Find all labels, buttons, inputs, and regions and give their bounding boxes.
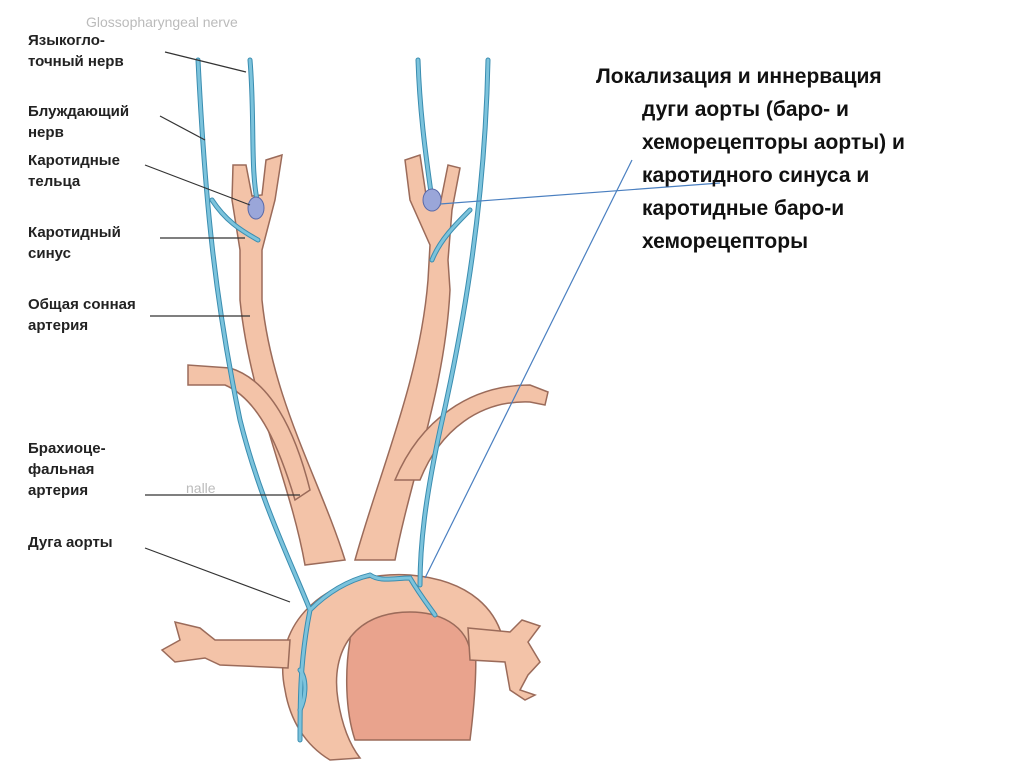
label-common-carotid: Общая сонная артерия <box>28 296 136 334</box>
left-carotid-body <box>247 196 265 220</box>
title-line: Локализация и иннервация <box>596 65 882 88</box>
title-line: хеморецепторы аорты) и <box>642 131 905 154</box>
left-common-carotid <box>231 153 346 566</box>
brachiocephalic-artery <box>187 364 311 502</box>
right-subclavian <box>393 384 549 481</box>
left-subclavian-branch <box>160 620 291 669</box>
right-common-carotid <box>354 154 461 561</box>
title-line: хеморецепторы <box>642 230 809 253</box>
title-line: дуги аорты (баро- и <box>642 98 849 121</box>
faint-ghost-text: Glossopharyngeal nerve <box>86 14 238 30</box>
title-line: каротидные баро-и <box>642 197 845 220</box>
right-carotid-body <box>422 188 442 212</box>
arteries <box>160 153 549 761</box>
label-carotid-sinus: Каротидный синус <box>28 224 121 262</box>
label-glossopharyngeal: Языкогло- точный нерв <box>28 32 124 70</box>
label-leader-lines <box>144 51 300 603</box>
slide-title: Локализация и иннервация дуги аорты (бар… <box>596 60 996 258</box>
label-vagus: Блуждающий нерв <box>28 103 130 141</box>
label-brachiocephalic: Брахиоце- фальная артерия <box>28 440 106 499</box>
pointer-lines <box>424 159 721 579</box>
title-line: каротидного синуса и <box>642 164 870 187</box>
faint-ghost-text-2: nalle <box>186 480 216 496</box>
label-carotid-bodies: Каротидные тельца <box>28 152 120 190</box>
right-pulmonary-branch <box>467 619 542 701</box>
label-aortic-arch: Дуга аорты <box>28 534 113 551</box>
